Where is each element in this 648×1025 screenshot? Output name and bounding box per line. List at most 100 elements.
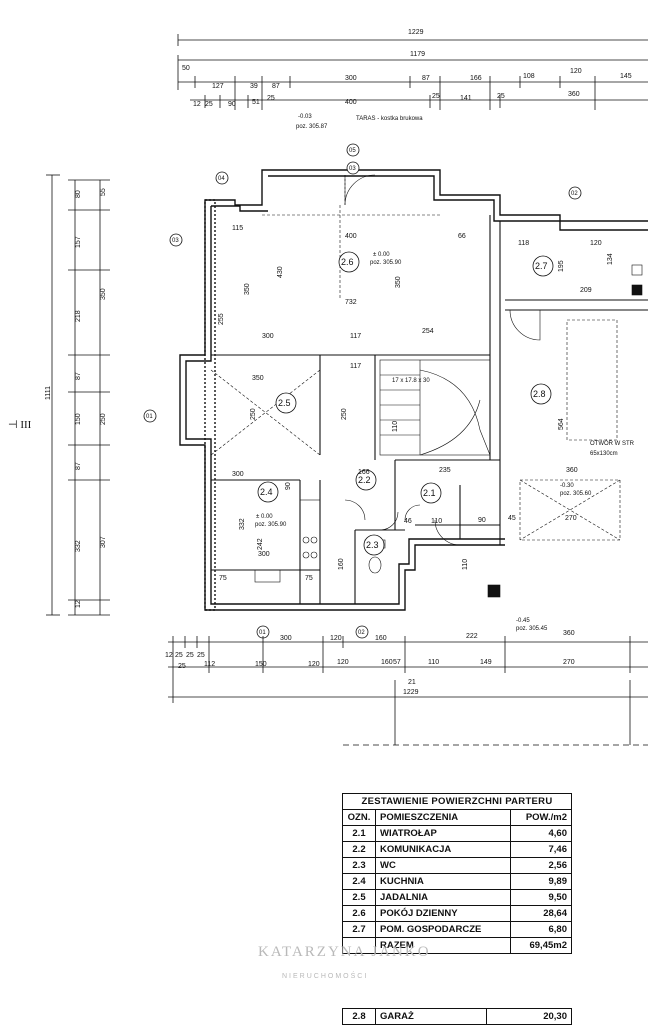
svg-text:25: 25 <box>205 101 213 108</box>
svg-text:120: 120 <box>330 635 342 642</box>
svg-text:270: 270 <box>563 659 575 666</box>
svg-text:134: 134 <box>607 253 614 265</box>
room-2-2: 2.2 <box>358 475 371 485</box>
svg-text:242: 242 <box>257 538 264 550</box>
svg-text:270: 270 <box>565 515 577 522</box>
svg-text:150: 150 <box>255 661 267 668</box>
dim-overall-top: 1229 <box>408 29 424 36</box>
col-name-header: POMIESZCZENIA <box>375 809 511 826</box>
room-2-1: 2.1 <box>423 488 436 498</box>
room-2-6: 2.6 <box>341 257 354 267</box>
svg-text:350: 350 <box>244 283 251 295</box>
total-label: RAZEM <box>375 937 511 954</box>
svg-text:90: 90 <box>478 517 486 524</box>
room-2-7: 2.7 <box>535 261 548 271</box>
svg-text:110: 110 <box>431 518 442 525</box>
room-2-3: 2.3 <box>366 540 379 550</box>
svg-text:25: 25 <box>432 93 440 100</box>
svg-text:110: 110 <box>462 559 469 570</box>
room-tags <box>257 251 554 556</box>
svg-text:430: 430 <box>277 266 284 278</box>
svg-text:poz. 305.90: poz. 305.90 <box>255 522 287 528</box>
svg-text:03: 03 <box>172 238 179 244</box>
svg-text:115: 115 <box>232 225 243 232</box>
legend-title-row: ZESTAWIENIE POWIERZCHNI PARTERU <box>342 793 572 810</box>
svg-text:25: 25 <box>267 95 275 102</box>
svg-text:250: 250 <box>100 413 107 425</box>
top-dimension-text: 1229 1179 50 127 39 87 300 87 166 108 12… <box>182 29 632 130</box>
svg-text:poz. 305.87: poz. 305.87 <box>296 124 328 130</box>
watermark-logo: KATARZYNA JANKO <box>258 944 431 960</box>
svg-text:120: 120 <box>570 68 582 75</box>
svg-text:360: 360 <box>566 467 578 474</box>
svg-text:360: 360 <box>568 91 580 98</box>
svg-text:145: 145 <box>620 73 632 80</box>
fixtures <box>254 264 643 598</box>
svg-text:87: 87 <box>75 462 82 470</box>
legend-title: ZESTAWIENIE POWIERZCHNI PARTERU <box>342 793 572 810</box>
svg-text:87: 87 <box>422 75 430 82</box>
svg-text:1179: 1179 <box>410 51 425 58</box>
svg-text:1111: 1111 <box>45 386 52 400</box>
svg-text:157: 157 <box>75 236 82 248</box>
axis-labels: 04 05 02 03 01 01 02 03 <box>146 148 578 636</box>
svg-text:108: 108 <box>523 73 535 80</box>
svg-text:12: 12 <box>75 600 82 608</box>
axis-markers <box>143 143 582 639</box>
svg-text:75: 75 <box>219 575 227 582</box>
svg-text:300: 300 <box>280 635 292 642</box>
svg-text:112: 112 <box>204 661 215 668</box>
floor-plan-drawing: 1229 1179 50 127 39 87 300 87 166 108 12… <box>45 29 648 746</box>
svg-text:50: 50 <box>182 65 190 72</box>
svg-text:350: 350 <box>395 276 402 288</box>
svg-text:235: 235 <box>439 467 451 474</box>
svg-text:332: 332 <box>75 540 82 552</box>
svg-text:55: 55 <box>100 188 107 196</box>
watermark-subtitle: NIERUCHOMOŚCI <box>282 973 369 980</box>
svg-text:110: 110 <box>428 659 439 666</box>
svg-text:400: 400 <box>345 233 357 240</box>
room-labels: 2.6 2.7 2.5 2.8 2.4 2.2 2.1 2.3 <box>260 257 548 550</box>
section-mark: ⊣ III <box>8 419 32 431</box>
svg-text:TARAS - kostka brukowa: TARAS - kostka brukowa <box>356 116 423 122</box>
svg-text:25: 25 <box>175 652 183 659</box>
svg-text:127: 127 <box>212 83 224 90</box>
room-2-5: 2.5 <box>278 398 291 408</box>
svg-text:118: 118 <box>518 240 529 247</box>
openings <box>210 174 621 546</box>
svg-text:255: 255 <box>218 313 225 325</box>
garage-area-table: 2.8 GARAŻ 20,30 <box>342 1008 573 1025</box>
section-arrow-icon: ⊣ <box>8 419 18 431</box>
svg-text:46: 46 <box>404 518 412 525</box>
svg-text:250: 250 <box>341 408 348 420</box>
table-row: 2.7 POM. GOSPODARCZE 6,80 <box>342 921 573 938</box>
bottom-dimension-text: 12 25 25 25 300 120 160 222 360 25 112 1… <box>165 630 575 696</box>
svg-text:166: 166 <box>358 469 370 476</box>
exterior-walls <box>179 169 648 611</box>
svg-text:25: 25 <box>186 652 194 659</box>
svg-text:87: 87 <box>272 83 280 90</box>
svg-text:307: 307 <box>100 536 107 548</box>
svg-text:90: 90 <box>285 482 292 490</box>
svg-text:80: 80 <box>75 190 82 198</box>
svg-text:250: 250 <box>250 408 257 420</box>
table-row: 2.6 POKÓJ DZIENNY 28,64 <box>342 905 573 922</box>
svg-text:87: 87 <box>75 372 82 380</box>
svg-text:1229: 1229 <box>403 689 419 696</box>
svg-text:± 0.00: ± 0.00 <box>256 514 273 520</box>
svg-text:209: 209 <box>580 287 592 294</box>
svg-text:12: 12 <box>193 101 201 108</box>
left-dimension-lines <box>46 174 110 616</box>
left-dimension-text: 1111 80 157 218 87 150 87 332 12 55 350 … <box>45 188 107 608</box>
svg-text:poz. 305.45: poz. 305.45 <box>516 626 548 632</box>
svg-text:300: 300 <box>258 551 270 558</box>
svg-text:21: 21 <box>408 679 416 686</box>
level-notes: ± 0.00 poz. 305.90 ± 0.00 poz. 305.90 -0… <box>255 252 635 632</box>
svg-text:02: 02 <box>571 191 578 197</box>
svg-text:732: 732 <box>345 299 357 306</box>
interior-dimensions: 400 66 115 350 430 350 732 300 117 254 2… <box>218 225 614 582</box>
svg-text:120: 120 <box>337 659 349 666</box>
table-row: 2.3 WC 2,56 <box>342 857 573 874</box>
svg-text:25: 25 <box>497 93 505 100</box>
svg-text:300: 300 <box>232 471 244 478</box>
